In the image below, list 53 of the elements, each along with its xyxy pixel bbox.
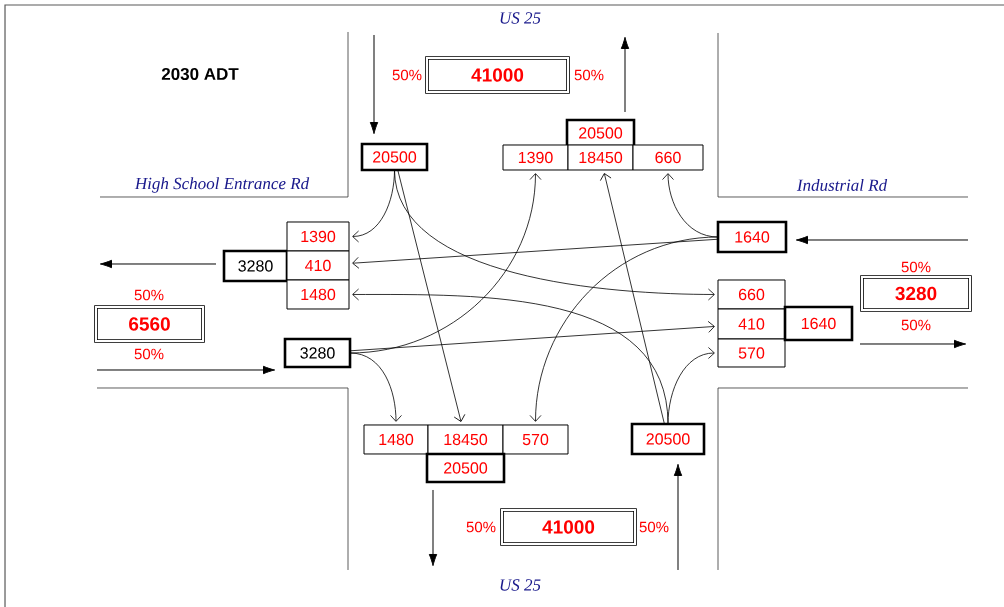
approach-volume-box: 1640	[783, 305, 854, 342]
approach-volume-box: 20500	[565, 118, 636, 148]
turn-arrow	[529, 236, 719, 422]
total-volume-box: 41000	[425, 56, 570, 94]
percent-label: 50%	[901, 261, 931, 273]
volume-cell: 410	[717, 308, 786, 340]
percent-label: 50%	[574, 69, 604, 81]
volume-cell: 1480	[363, 424, 429, 455]
street-name: High School Entrance Rd	[134, 177, 310, 193]
flow-arrow	[369, 34, 379, 135]
percent-label: 50%	[901, 319, 931, 331]
percent-label: 50%	[466, 521, 496, 533]
approach-volume-box: 3280	[222, 249, 289, 283]
turn-arrow	[349, 173, 542, 354]
volume-cell: 18450	[427, 424, 504, 455]
flow-arrow	[428, 489, 438, 567]
volume-cell: 410	[286, 250, 350, 281]
approach-volume-box: 20500	[425, 452, 506, 484]
flow-arrow	[795, 235, 969, 245]
approach-volume-box: 20500	[360, 142, 429, 172]
total-volume-box: 6560	[94, 305, 205, 343]
flow-arrow	[859, 339, 967, 349]
total-volume-box: 41000	[500, 508, 637, 546]
flow-arrow	[99, 259, 217, 269]
volume-cell: 660	[717, 279, 786, 310]
volume-cell: 1390	[502, 144, 569, 171]
turn-arrow	[349, 320, 715, 352]
volume-cell: 660	[632, 144, 704, 171]
percent-label: 50%	[639, 521, 669, 533]
percent-label: 50%	[134, 289, 164, 301]
flow-arrow	[96, 365, 276, 375]
street-name: US 25	[500, 12, 541, 24]
volume-cell: 570	[717, 338, 786, 368]
street-name: US 25	[500, 579, 541, 591]
turn-arrow	[394, 169, 715, 301]
approach-volume-box: 20500	[630, 422, 706, 456]
turn-arrow	[600, 173, 665, 425]
total-volume-box: 3280	[860, 275, 972, 312]
volume-cell: 570	[502, 424, 569, 455]
volume-cell: 1480	[286, 279, 350, 310]
title: 2030 ADT	[161, 67, 239, 80]
street-name: Industrial Rd	[796, 179, 888, 191]
volume-cell: 18450	[567, 144, 634, 171]
percent-label: 50%	[134, 348, 164, 360]
volume-cell: 1390	[286, 221, 350, 252]
turn-arrow	[352, 238, 719, 269]
percent-label: 50%	[392, 69, 422, 81]
approach-volume-box: 3280	[283, 337, 352, 369]
flow-arrow	[620, 36, 630, 113]
approach-volume-box: 1640	[716, 220, 788, 254]
flow-arrow	[673, 463, 683, 571]
turn-arrow	[397, 169, 466, 422]
turn-arrow	[667, 347, 715, 425]
